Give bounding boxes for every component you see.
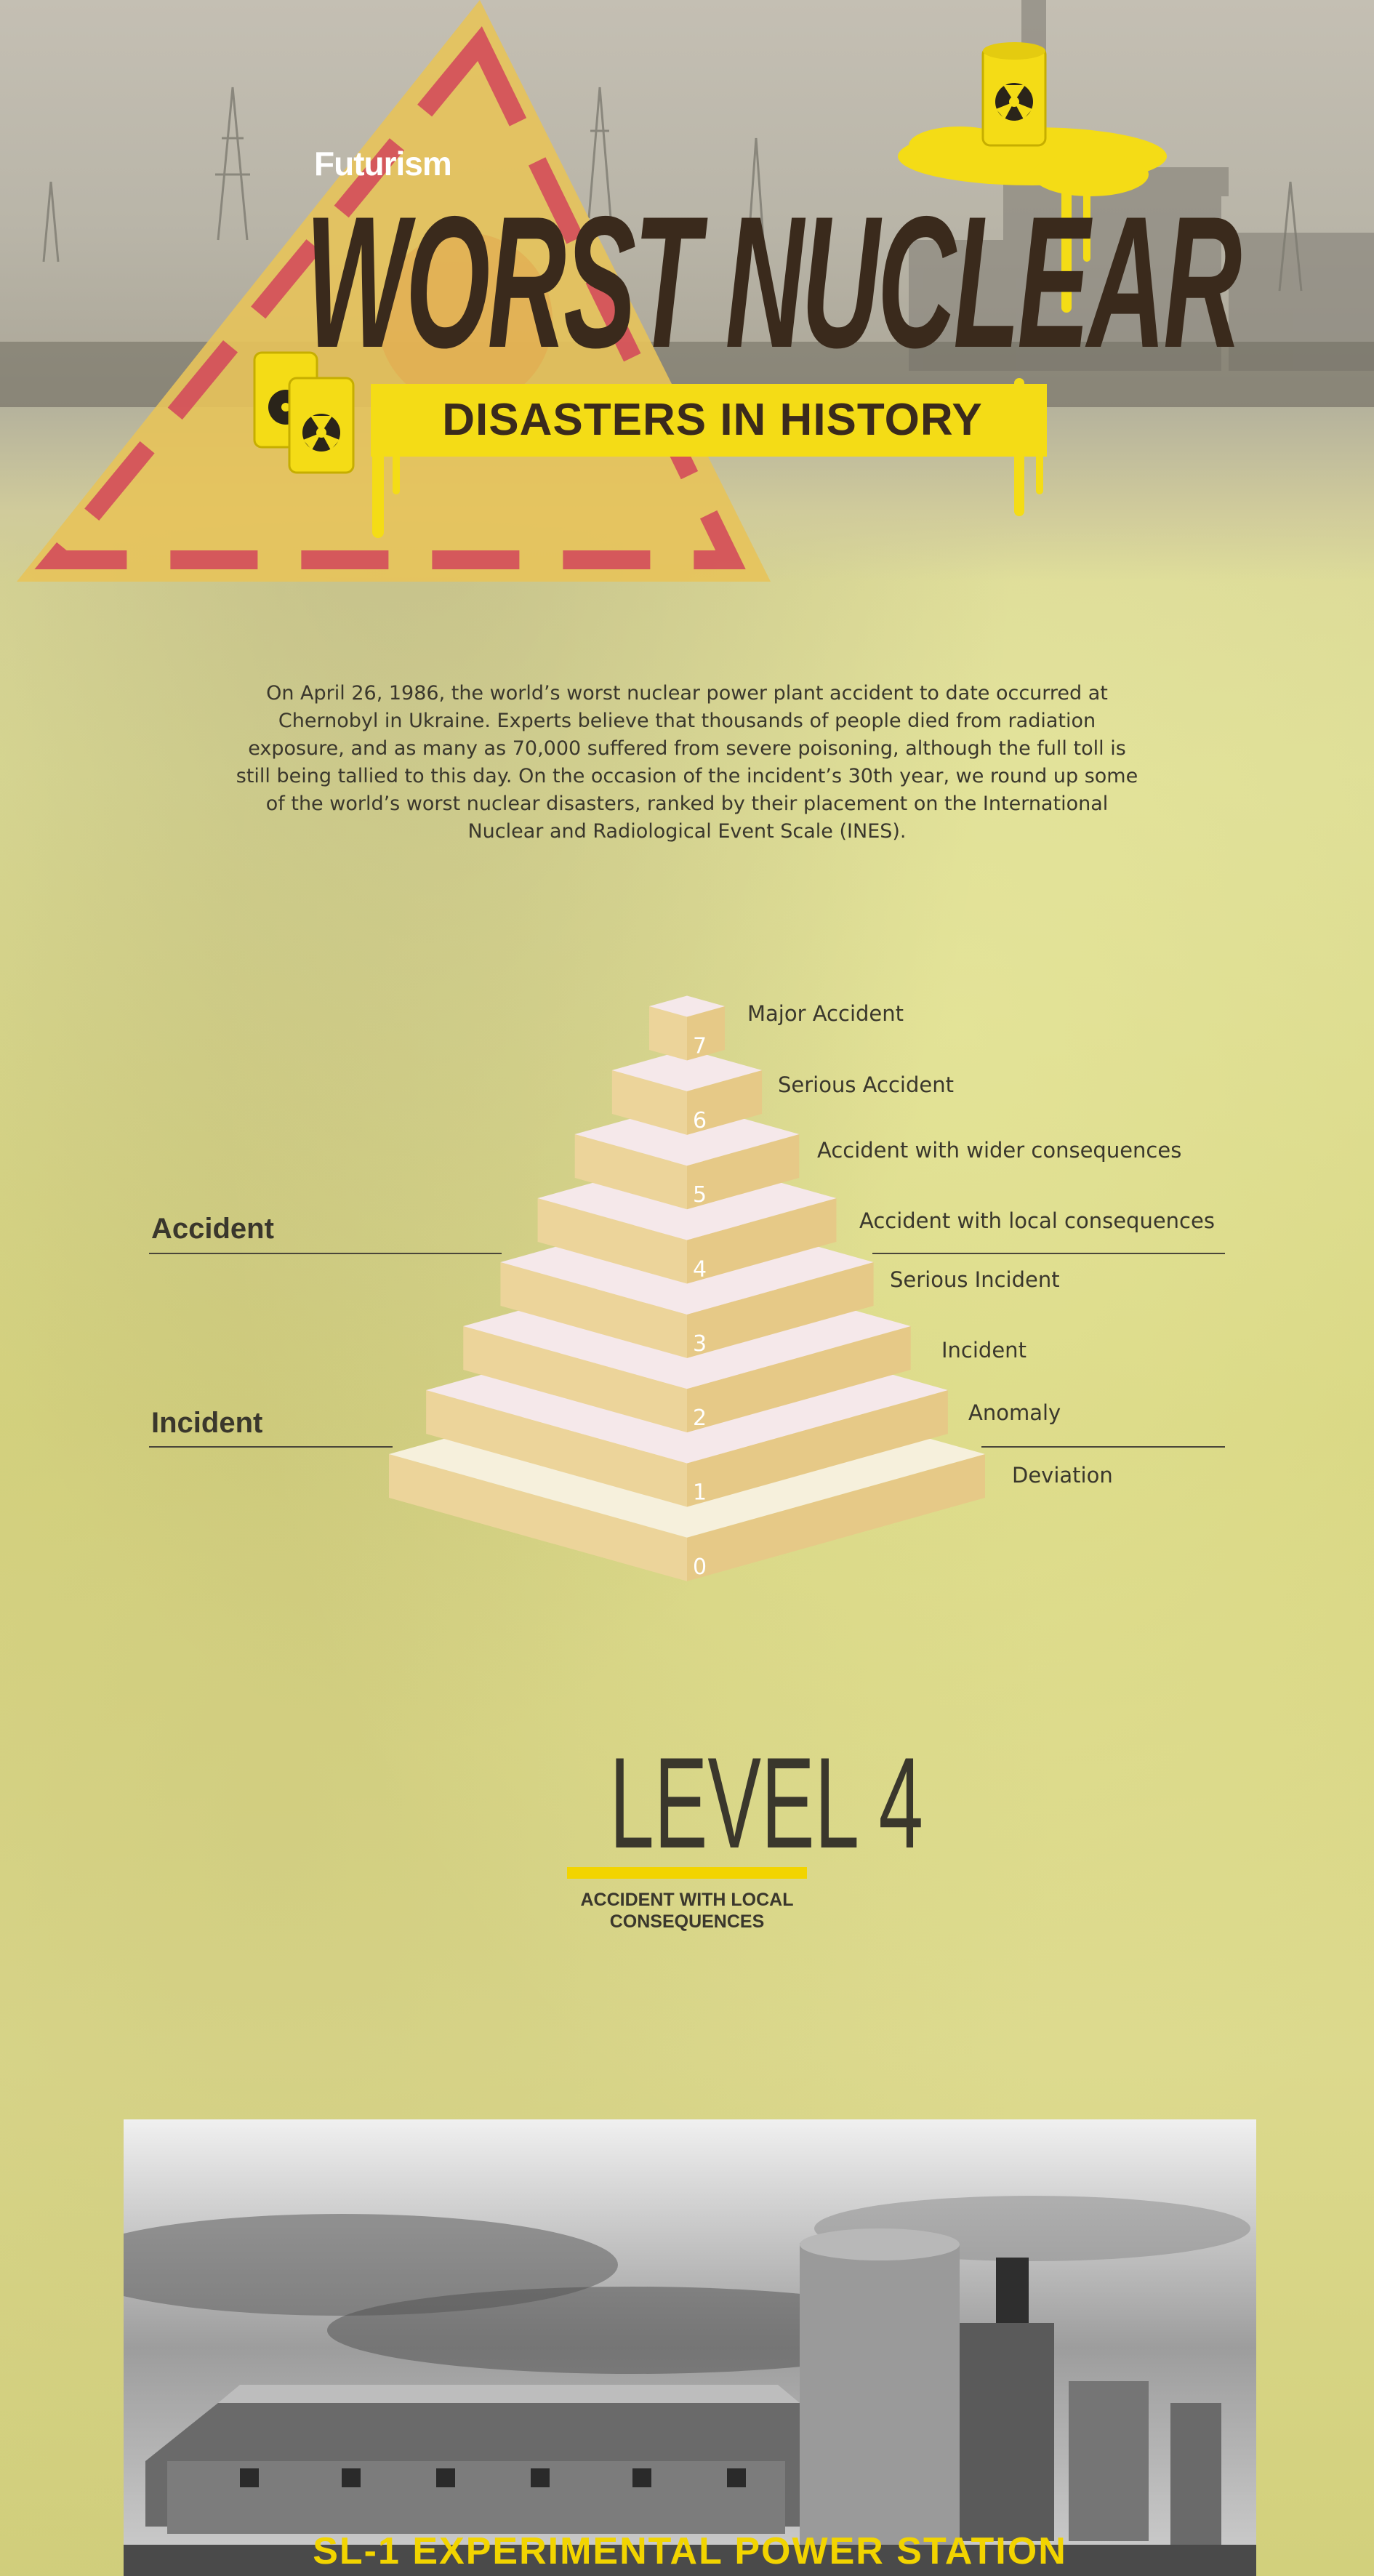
level-label-5: Accident with wider consequences xyxy=(817,1138,1182,1163)
pyramid-tier-6-right xyxy=(687,1070,763,1135)
pyramid-tier-number-0: 0 xyxy=(693,1554,707,1580)
pyramid-tier-number-5: 5 xyxy=(693,1182,707,1208)
pyramid-tier-number-2: 2 xyxy=(693,1405,707,1431)
pyramid-tier-5-right xyxy=(687,1134,800,1210)
pyramid-tier-number-7: 7 xyxy=(693,1034,707,1059)
hero-banner: Futurism WORST NUCLEAR DISASTERS IN HIST… xyxy=(0,0,1374,582)
level-label-2: Incident xyxy=(941,1338,1027,1363)
pyramid-tier-7-right xyxy=(687,1006,725,1061)
sl1-photo-image xyxy=(124,2119,1256,2576)
sl1-photo xyxy=(124,2119,1256,2576)
pyramid-tier-7-left xyxy=(649,1006,687,1061)
pyramid-tier-3-left xyxy=(500,1262,687,1358)
level-underline xyxy=(567,1867,807,1879)
pyramid-tier-0-left xyxy=(389,1454,687,1581)
page-subtitle: DISASTERS IN HISTORY xyxy=(442,395,983,445)
pyramid-tier-number-6: 6 xyxy=(693,1108,707,1133)
level-description: ACCIDENT WITH LOCAL CONSEQUENCES xyxy=(580,1890,794,1932)
pyramid-tier-7-top xyxy=(649,995,725,1017)
level-label-1: Anomaly xyxy=(968,1400,1061,1425)
pyramid-tier-3-right xyxy=(687,1262,874,1358)
page-title: WORST NUCLEAR xyxy=(305,188,1242,377)
pyramid-tier-number-3: 3 xyxy=(693,1331,707,1357)
pyramid-tier-2-left xyxy=(463,1326,687,1433)
ines-pyramid: 0 1 2 3 4 5 6 7 xyxy=(149,995,1225,1581)
subtitle-bar xyxy=(371,384,1047,457)
power-pylons xyxy=(42,87,1303,292)
band-label-accident: Accident xyxy=(151,1213,274,1245)
pyramid-tier-6-left xyxy=(611,1070,687,1135)
pyramid-tier-1-left xyxy=(426,1390,687,1507)
pyramid-tier-1-right xyxy=(687,1390,948,1507)
level-label-0: Deviation xyxy=(1012,1463,1113,1488)
pyramid-tier-4-left xyxy=(537,1198,687,1284)
level-label-6: Serious Accident xyxy=(778,1072,954,1097)
sl1-caption: SL-1 EXPERIMENTAL POWER STATION xyxy=(313,2530,1067,2572)
pyramid-tier-4-right xyxy=(687,1198,837,1284)
intro-paragraph: On April 26, 1986, the world’s worst nuc… xyxy=(236,682,1138,843)
pyramid-tier-6-top xyxy=(611,1049,763,1091)
pyramid-tier-number-1: 1 xyxy=(693,1480,707,1505)
radiation-barrel-icon xyxy=(288,377,355,474)
pyramid-tier-0-right xyxy=(687,1454,985,1581)
pyramid-tier-2-right xyxy=(687,1326,911,1433)
level-label-4: Accident with local consequences xyxy=(859,1208,1215,1233)
level-heading: LEVEL 4 xyxy=(609,1730,923,1875)
radiation-barrel-icon xyxy=(981,42,1047,147)
band-label-incident: Incident xyxy=(151,1407,263,1439)
pyramid-tier-5-left xyxy=(574,1134,687,1210)
level-label-3: Serious Incident xyxy=(890,1267,1060,1292)
brand-logo[interactable]: Futurism xyxy=(314,145,452,182)
pyramid-tier-number-4: 4 xyxy=(693,1257,707,1283)
level-label-7: Major Accident xyxy=(747,1001,904,1026)
